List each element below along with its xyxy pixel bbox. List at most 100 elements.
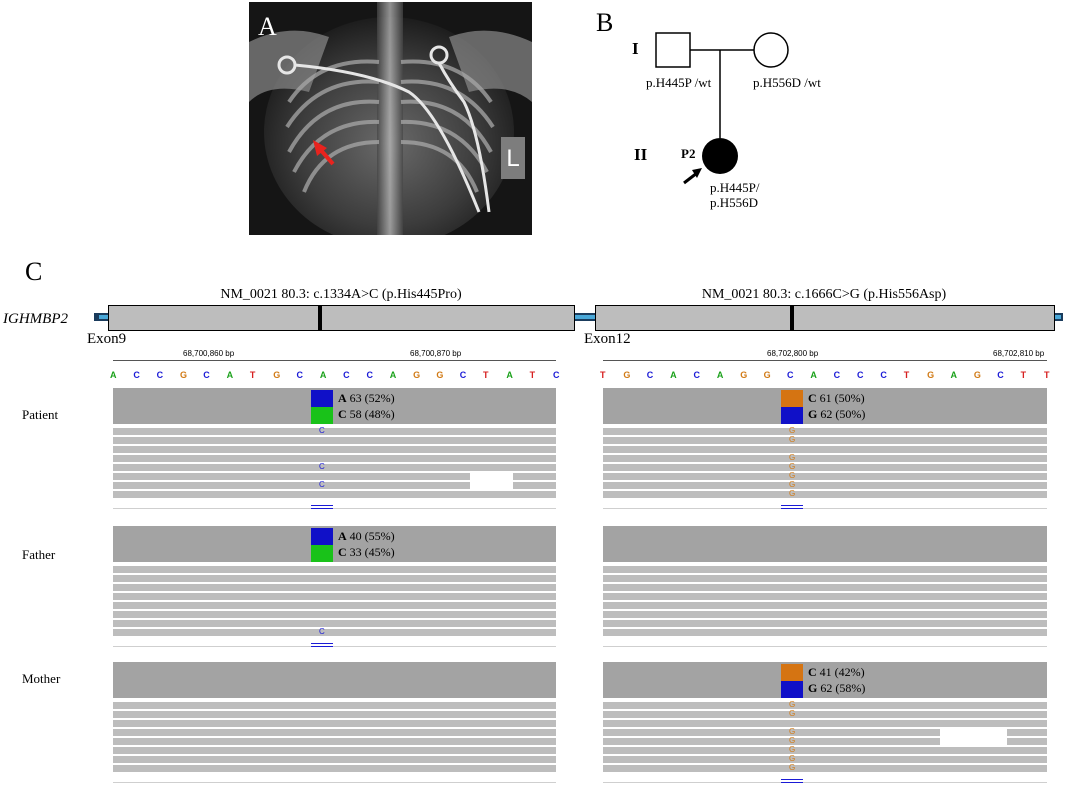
sequencing-read [113, 455, 556, 462]
mother-symbol [753, 32, 789, 68]
ruler-left [113, 360, 556, 361]
sequence-base: C [833, 370, 841, 380]
sequencing-read [113, 437, 556, 444]
sequence-base: A [950, 370, 958, 380]
track-divider [603, 646, 1047, 647]
coverage-track [603, 526, 1047, 562]
sequencing-read [603, 446, 1047, 453]
proband-symbol [702, 138, 738, 174]
sequence-base: T [483, 370, 489, 380]
sequencing-read [113, 702, 556, 709]
generation-1-label: I [632, 39, 639, 58]
right-variant-header: NM_0021 80.3: c.1666C>G (p.His556Asp) [701, 287, 947, 302]
sequencing-read [603, 575, 1047, 582]
sequence-base: C [857, 370, 864, 380]
allele-count-bottom: G 62 (50%) [808, 407, 866, 421]
sequencing-read [603, 611, 1047, 618]
track-divider [113, 646, 556, 647]
exon9-label: Exon9 [87, 331, 127, 347]
variant-base: G [789, 745, 796, 754]
sequencing-read [603, 482, 1047, 489]
track-divider [113, 782, 556, 783]
sequencing-read [603, 473, 1047, 480]
variant-base: G [789, 435, 796, 444]
sequence-base: G [927, 370, 935, 380]
sequence-base: C [459, 370, 467, 380]
sequence-base: A [716, 370, 724, 380]
variant-base: G [789, 462, 796, 471]
variant-base: C [319, 480, 325, 489]
sequence-base: G [623, 370, 631, 380]
sequence-base: A [810, 370, 817, 380]
sequencing-read [603, 491, 1047, 498]
allele-count-top: C 61 (50%) [808, 391, 865, 405]
sequence-base: G [436, 370, 444, 380]
variant-marker [311, 505, 333, 506]
sequence-base: C [880, 370, 887, 380]
sequencing-read [113, 584, 556, 591]
sequence-base: G [973, 370, 981, 380]
variant-base: G [789, 700, 796, 709]
sequence-base: T [600, 370, 606, 380]
sequence-base: T [529, 370, 536, 380]
sequencing-read [603, 584, 1047, 591]
track-divider [603, 782, 1047, 783]
sequencing-read [603, 566, 1047, 573]
red-arrow-icon [313, 140, 335, 166]
exon12-block [595, 305, 1055, 331]
sequencing-read [113, 491, 556, 498]
sequencing-read [113, 720, 556, 727]
variant-base: G [789, 426, 796, 435]
sequence-base: G [273, 370, 281, 380]
sequencing-read [113, 629, 556, 636]
sequence-base: A [226, 370, 234, 380]
ruler-tick-right-2: 68,702,810 bp [993, 349, 1045, 358]
sequence-base: C [343, 370, 350, 380]
ruler-tick-left-2: 68,700,870 bp [410, 349, 462, 358]
sequencing-read [113, 738, 556, 745]
sequence-base: C [156, 370, 164, 380]
allele-box-top [781, 390, 803, 407]
sequence-base: G [179, 370, 187, 380]
pedigree-chart [655, 32, 789, 185]
father-genotype: p.H445P /wt [646, 75, 712, 90]
sequencing-read [603, 593, 1047, 600]
sequencing-read [603, 747, 1047, 754]
sequence-base: C [133, 370, 140, 380]
sequence-base: G [740, 370, 748, 380]
allele-box-bottom [311, 545, 333, 562]
proband-id: P2 [681, 146, 696, 161]
panel-label-a: A [258, 12, 277, 41]
variant-base: G [789, 754, 796, 763]
sequencing-read [603, 428, 1047, 435]
variant-base: G [789, 471, 796, 480]
proband-genotype-line1: p.H445P/ [710, 180, 760, 195]
gene-name: IGHMBP2 [3, 311, 68, 327]
mother-genotype: p.H556D /wt [753, 75, 821, 90]
sequence-base: G [763, 370, 771, 380]
sequencing-read [603, 620, 1047, 627]
sequence-base: C [997, 370, 1004, 380]
sequencing-read [113, 711, 556, 718]
ruler-tick-left-1: 68,700,860 bp [183, 349, 235, 358]
sequencing-read [113, 446, 556, 453]
allele-count-bottom: C 58 (48%) [338, 407, 395, 421]
variant-base: C [319, 426, 325, 435]
coverage-track [603, 662, 1047, 698]
sequencing-read [113, 611, 556, 618]
sequence-base: A [110, 370, 117, 380]
variant-marker [781, 508, 803, 509]
variant-base: C [319, 627, 325, 636]
sequencing-read [113, 620, 556, 627]
sequencing-read [113, 593, 556, 600]
allele-box-bottom [781, 407, 803, 424]
allele-count-bottom: G 62 (58%) [808, 681, 866, 695]
sequence-base: T [249, 370, 256, 380]
exon12-label: Exon12 [584, 331, 631, 347]
exon9-block [108, 305, 575, 331]
track-divider [113, 508, 556, 509]
left-variant-header: NM_0021 80.3: c.1334A>C (p.His445Pro) [220, 287, 462, 302]
variant-marker [311, 643, 333, 644]
sequencing-read [603, 729, 1047, 736]
sample-label-patient: Patient [22, 407, 59, 422]
